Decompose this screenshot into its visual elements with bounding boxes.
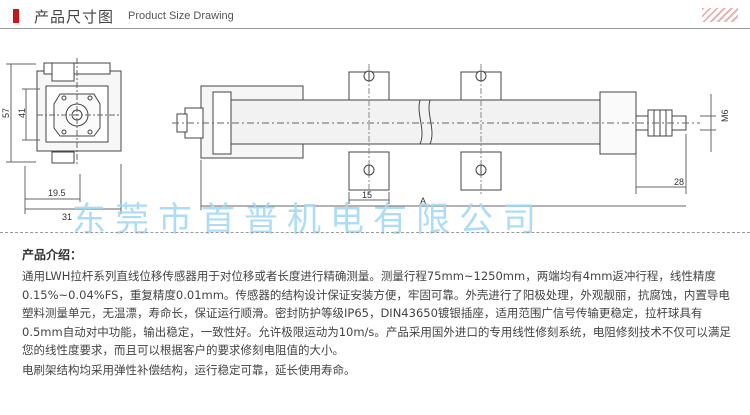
connector-end-view (36, 58, 122, 166)
dim-28: 28 (674, 177, 684, 187)
dim-15: 15 (362, 190, 372, 200)
section-title-en: Product Size Drawing (128, 10, 234, 22)
header-rule (0, 28, 750, 29)
dim-31: 31 (62, 212, 72, 222)
section-title-cn: 产品尺寸图 (34, 8, 115, 26)
sensor-side-view (172, 64, 700, 194)
product-introduction: 产品介绍： 通用LWH拉杆系列直线位移传感器用于对位移或者长度进行精确测量。测量… (22, 246, 734, 380)
intro-heading: 产品介绍： (22, 248, 83, 262)
company-watermark: 东莞市首普机电有限公司 (72, 200, 545, 240)
product-size-drawing: 57 41 19.5 31 15 A 28 M6 (1, 58, 730, 222)
section-header: 产品尺寸图 Product Size Drawing (0, 0, 750, 34)
left-dimension-lines (6, 63, 122, 214)
clamp-screw-icons (363, 70, 487, 176)
right-dimension-lines (200, 94, 716, 210)
dim-m6: M6 (720, 109, 730, 122)
header-marker (13, 9, 19, 23)
dim-57: 57 (1, 108, 11, 118)
dim-41: 41 (17, 108, 27, 118)
header-stripe-decoration (702, 8, 738, 22)
section-divider (0, 232, 750, 233)
intro-body: 通用LWH拉杆系列直线位移传感器用于对位移或者长度进行精确测量。测量行程75mm… (22, 269, 731, 358)
dim-a: A (420, 196, 426, 206)
dim-19-5: 19.5 (48, 188, 66, 198)
intro-note: 电刷架结构均采用弹性补偿结构，运行稳定可靠，延长使用寿命。 (22, 362, 356, 377)
